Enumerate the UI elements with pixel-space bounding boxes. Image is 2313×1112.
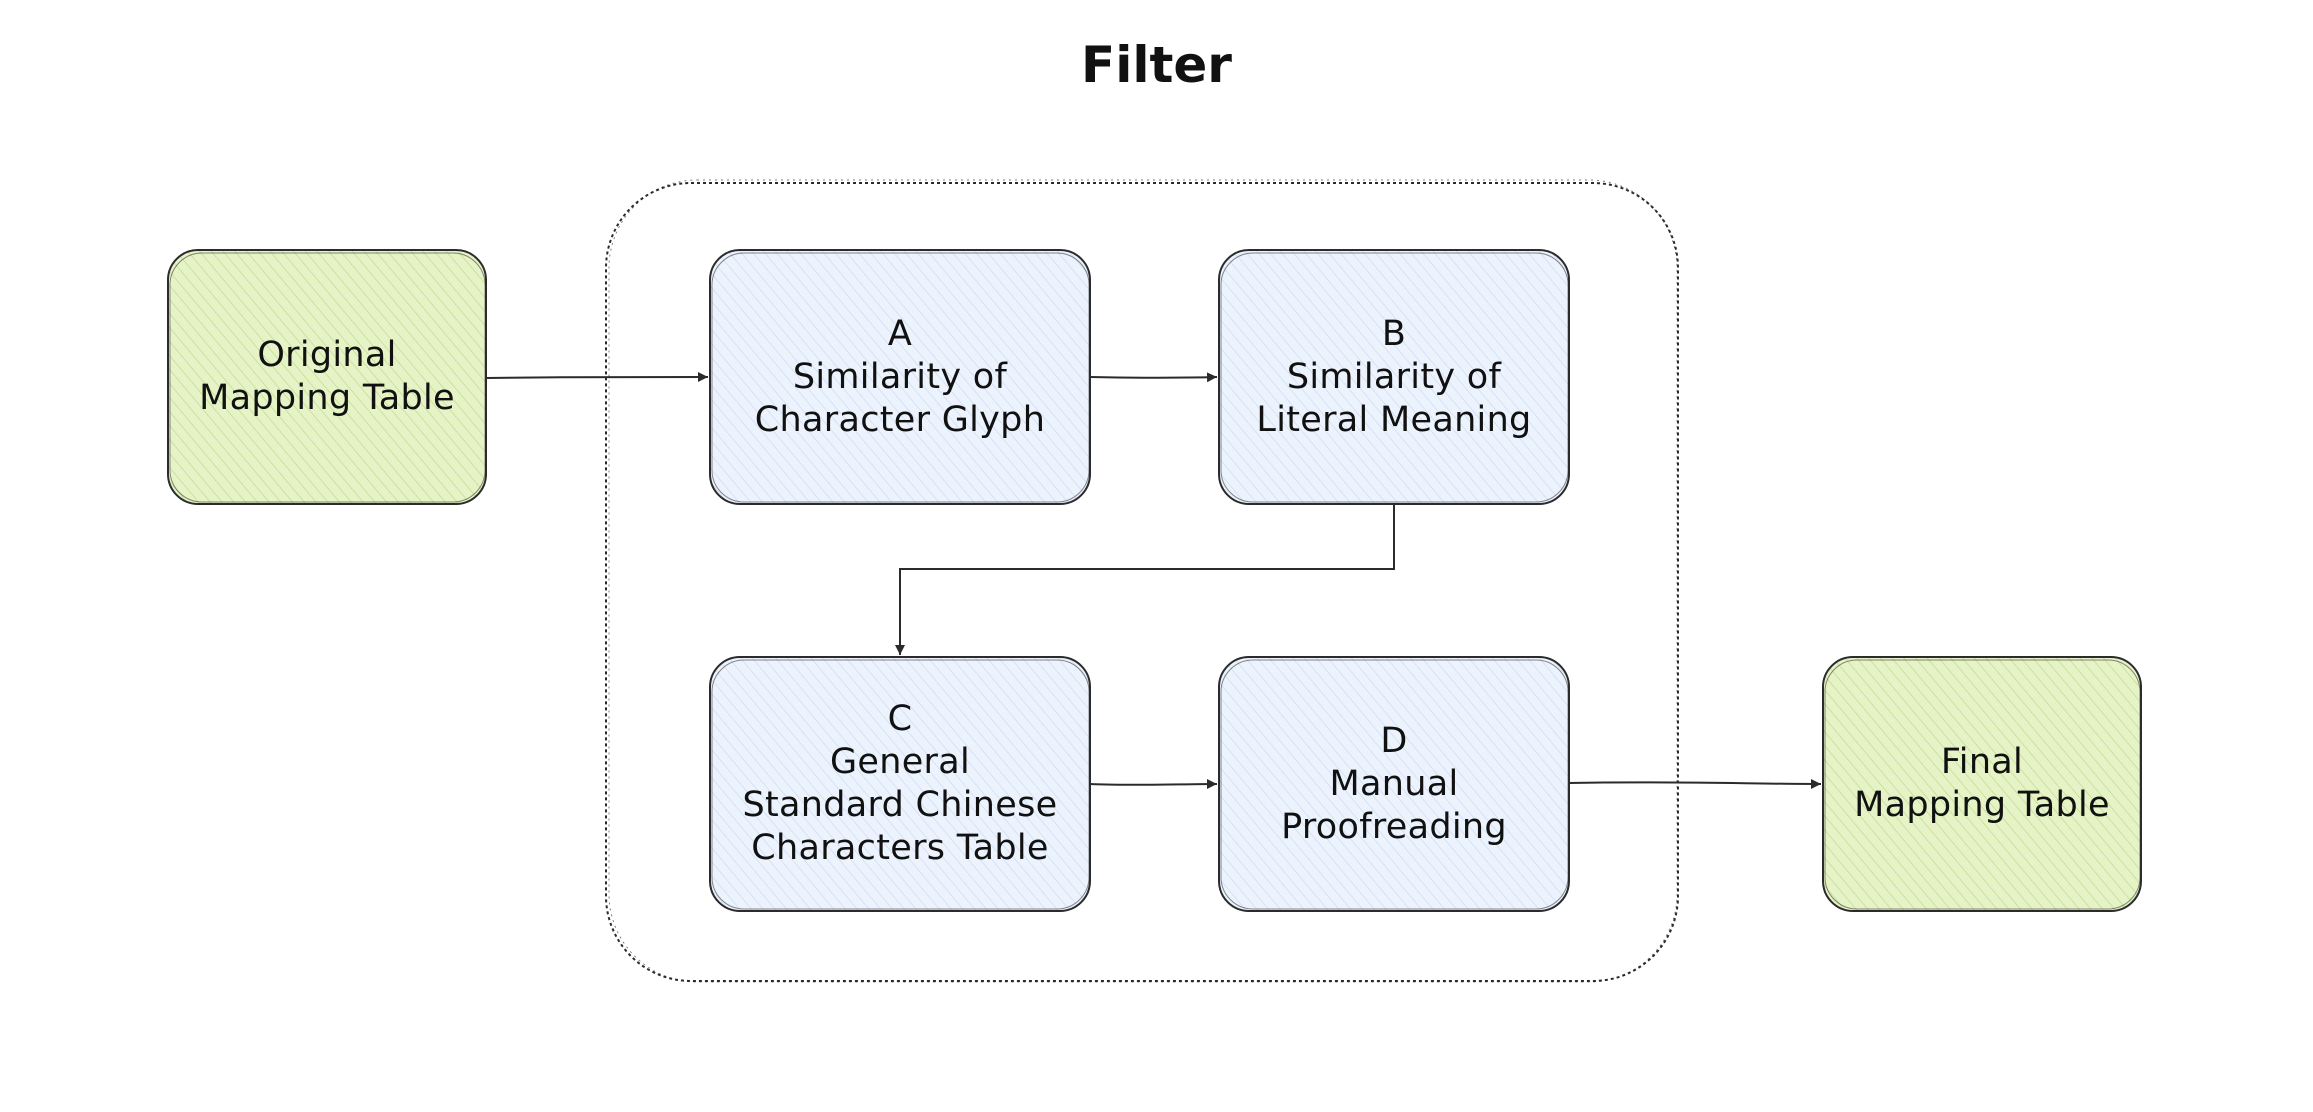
final-mapping-table-box[interactable] xyxy=(1822,656,2142,912)
step-a-line-3: Character Glyph xyxy=(754,399,1046,440)
step-c-letter: C xyxy=(887,699,913,739)
arrow-b-to-c xyxy=(895,504,1395,655)
step-d-label: D Manual Proofreading xyxy=(1219,657,1569,911)
step-a-box-sketch xyxy=(711,252,1090,503)
step-c-line-4: Characters Table xyxy=(751,828,1049,868)
step-c-box-sketch xyxy=(711,659,1090,910)
step-d-line-2: Manual xyxy=(1329,763,1459,804)
arrow-original-to-a xyxy=(485,372,709,383)
original-line-2: Mapping Table xyxy=(199,378,455,418)
arrow-c-to-d xyxy=(1089,779,1218,790)
step-d-line-3: Proofreading xyxy=(1281,806,1507,847)
step-c-label: C General Standard Chinese Characters Ta… xyxy=(710,657,1090,911)
filter-group-container xyxy=(605,182,1679,982)
step-a-label: A Similarity of Character Glyph xyxy=(710,250,1090,504)
step-a-line-2: Similarity of xyxy=(792,356,1008,397)
step-b-line-2: Similarity of xyxy=(1286,356,1502,397)
step-b-box-sketch xyxy=(1220,252,1569,503)
original-line-1: Original xyxy=(257,335,397,375)
original-mapping-table-label: Original Mapping Table xyxy=(168,250,486,504)
step-d-letter: D xyxy=(1380,720,1408,761)
step-b-line-3: Literal Meaning xyxy=(1256,399,1532,440)
final-line-1: Final xyxy=(1940,742,2024,782)
step-c-line-3: Standard Chinese xyxy=(742,785,1058,825)
step-b-letter: B xyxy=(1381,313,1407,354)
filter-group-container-sketch xyxy=(608,179,1678,983)
step-a-letter: A xyxy=(887,313,913,354)
arrow-a-to-b xyxy=(1089,372,1218,383)
arrow-d-to-final xyxy=(1568,778,1822,789)
step-d-box[interactable] xyxy=(1218,656,1570,912)
final-line-2: Mapping Table xyxy=(1854,785,2110,825)
final-mapping-table-label: Final Mapping Table xyxy=(1823,657,2141,911)
step-c-line-2: General xyxy=(829,742,971,782)
step-d-box-sketch xyxy=(1220,659,1569,910)
final-mapping-table-box-sketch xyxy=(1824,659,2141,910)
diagram-title: Filter xyxy=(1081,36,1232,94)
original-mapping-table-box-sketch xyxy=(169,252,486,503)
step-b-label: B Similarity of Literal Meaning xyxy=(1219,250,1569,504)
